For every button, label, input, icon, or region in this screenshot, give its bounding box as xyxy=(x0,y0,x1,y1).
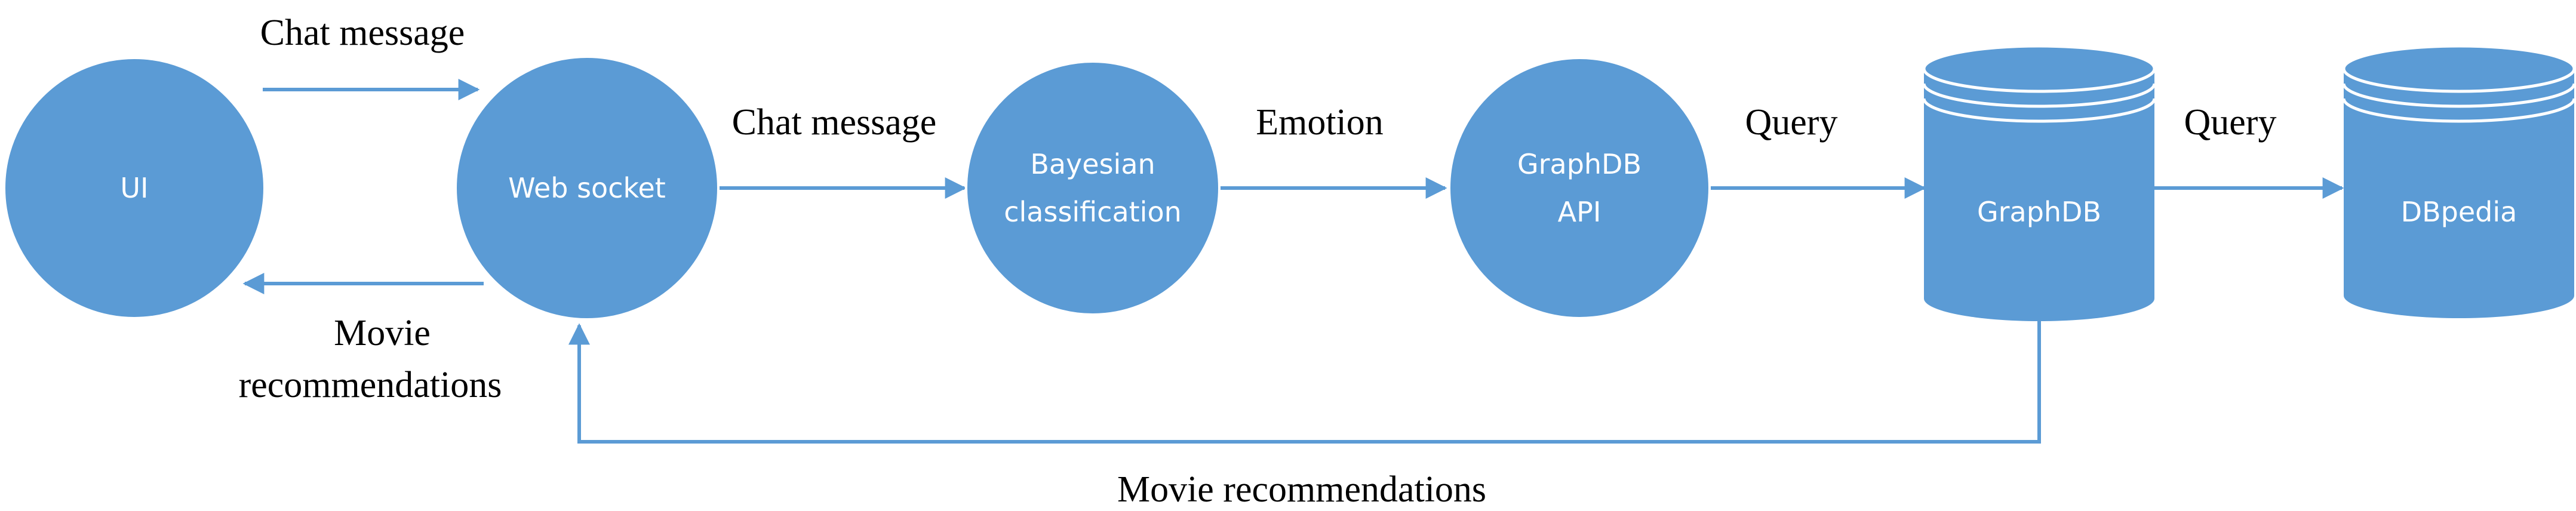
edge-label-websocket-to-ui-line2: recommendations xyxy=(239,365,502,405)
edge-label-graphdb-to-dbpedia: Query xyxy=(2184,102,2277,143)
node-ui: UI xyxy=(3,57,266,319)
edge-label-ui-to-websocket: Chat message xyxy=(260,13,465,53)
node-bayesian-label-line1: Bayesian xyxy=(1030,148,1155,180)
node-websocket-label: Web socket xyxy=(508,172,666,204)
node-dbpedia-cylinder-top xyxy=(2342,44,2576,93)
edge-label-websocket-to-ui-line1: Movie xyxy=(334,313,431,353)
node-dbpedia-label: DBpedia xyxy=(2401,196,2517,228)
node-graphdb-cylinder-ring-2 xyxy=(1922,98,2156,123)
node-bayesian-classification: Bayesian classification xyxy=(965,60,1221,316)
node-websocket-shape xyxy=(454,56,720,321)
node-websocket: Web socket xyxy=(454,56,720,321)
node-dbpedia-cylinder-ring-2 xyxy=(2342,98,2576,123)
edge-graphdb-to-websocket xyxy=(568,319,2041,444)
node-graphdb-api: GraphDB API xyxy=(1448,57,1711,319)
node-graphdb-cylinder-ring-1 xyxy=(1922,83,2156,108)
node-bayesian-label-line2: classification xyxy=(1004,196,1182,228)
edge-label-graphdb-api-to-graphdb: Query xyxy=(1745,102,1838,143)
node-ui-shape xyxy=(3,57,266,319)
node-ui-label: UI xyxy=(120,172,148,204)
edge-label-bayesian-to-graphdb-api: Emotion xyxy=(1256,102,1384,143)
node-dbpedia-cylinder-body xyxy=(2344,69,2574,318)
edge-label-websocket-to-bayesian: Chat message xyxy=(732,102,937,143)
node-graphdb-cylinder-top xyxy=(1922,44,2156,93)
node-dbpedia-cylinder-ring-1 xyxy=(2342,83,2576,108)
node-graphdb-database: GraphDB xyxy=(1922,44,2156,321)
node-bayesian-shape xyxy=(965,60,1221,316)
node-graphdb-api-label-line2: API xyxy=(1558,196,1601,228)
node-graphdb-cylinder-body xyxy=(1924,69,2154,321)
edges xyxy=(242,79,2344,444)
node-graphdb-label: GraphDB xyxy=(1977,196,2101,228)
edge-labels: Chat message Movie recommendations Chat … xyxy=(239,13,2277,510)
node-graphdb-api-shape xyxy=(1448,57,1711,319)
node-graphdb-api-label-line1: GraphDB xyxy=(1517,148,1641,180)
node-dbpedia-database: DBpedia xyxy=(2342,44,2576,318)
edge-label-graphdb-to-websocket: Movie recommendations xyxy=(1117,469,1486,510)
